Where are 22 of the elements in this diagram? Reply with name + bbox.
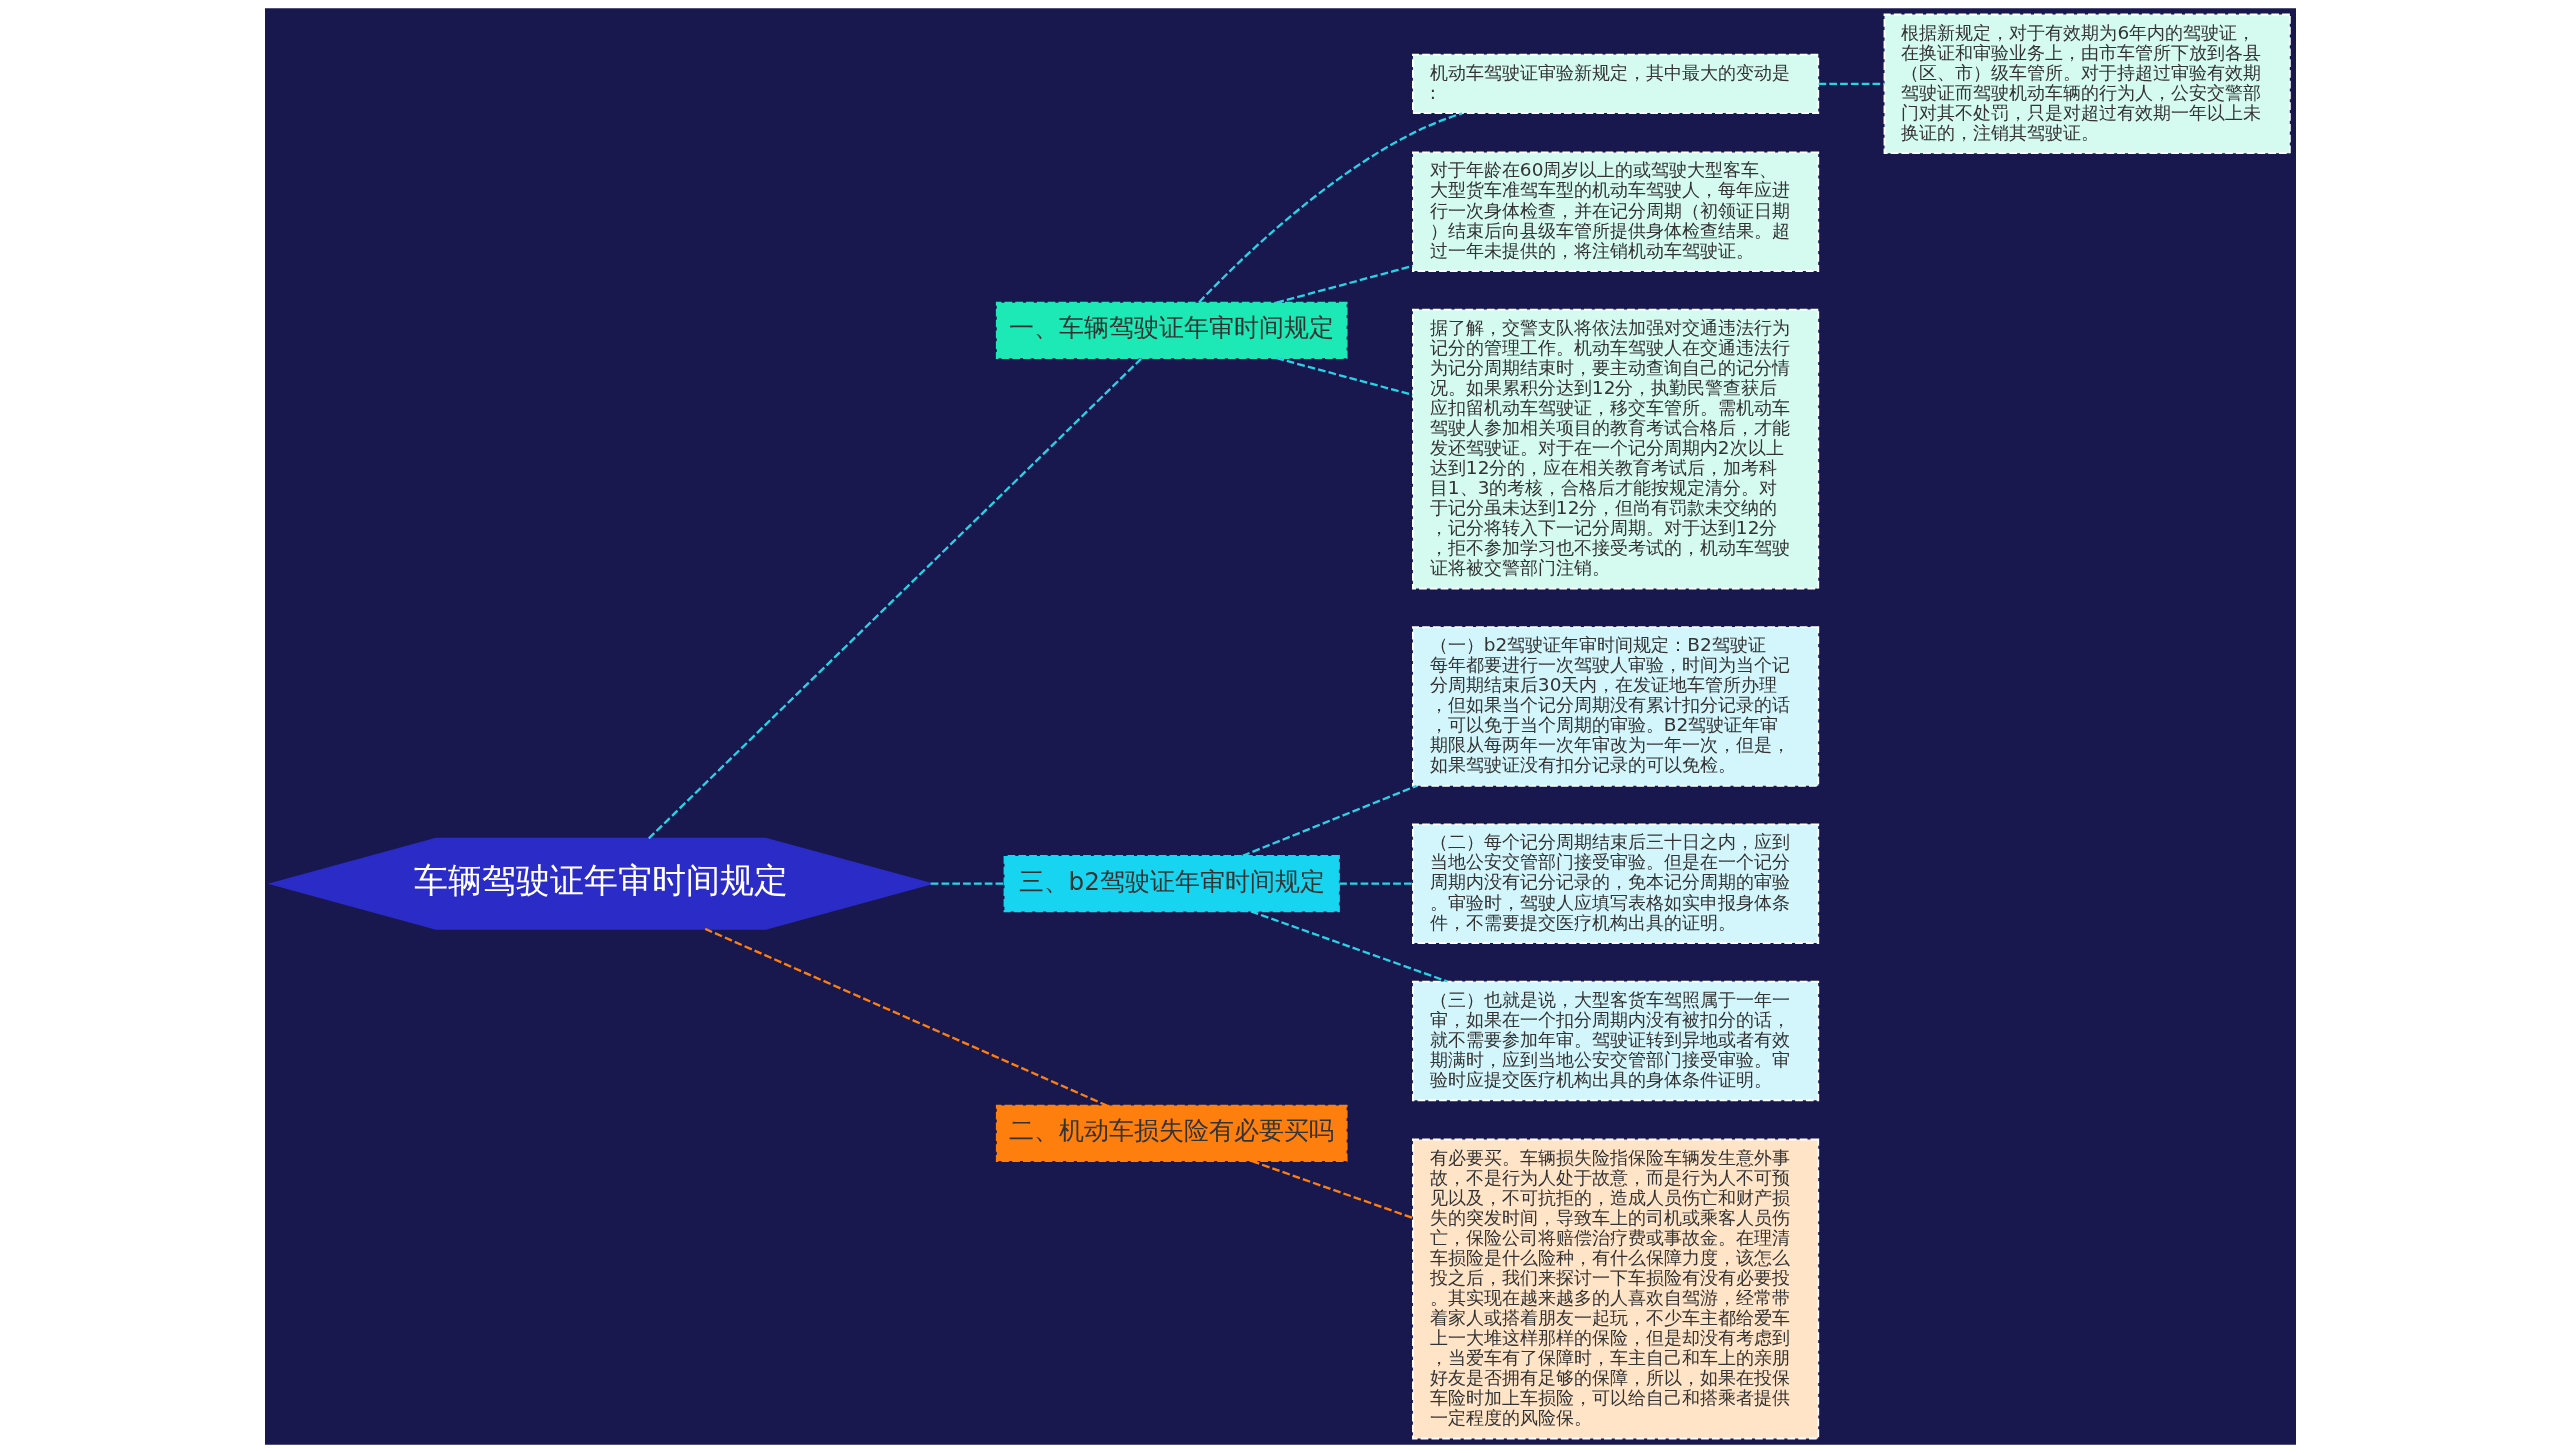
node-box: （一）b2驾驶证年审时间规定：B2驾驶证每年都要进行一次驾驶人审验，时间为当个记分周期结束后30天内，在发证地车管所办理，但如果当个记分周期没有累计扣分记录的话，可以免于当个周期的审验。B2驾驶证年审期限从每两年一次年审改为一年一次，但是，如果驾驶证没有扣分记录的可以免检。 <box>1411 626 1819 787</box>
node-box: 机动车驾驶证审验新规定，其中最大的变动是: <box>1411 53 1819 115</box>
node-box: 二、机动车损失险有必要买吗 <box>995 1104 1348 1163</box>
connector <box>1275 357 1413 396</box>
connector <box>930 882 1004 885</box>
node-box: 一、车辆驾驶证年审时间规定 <box>995 301 1348 360</box>
node-box: 三、b2驾驶证年审时间规定 <box>1003 855 1340 913</box>
node-box: 根据新规定，对于有效期为6年内的驾驶证，在换证和审验业务上，由市车管所下放到各县（区、市）级车管所。对于持超过审验有效期驾驶证而驾驶机动车辆的行为人，公安交警部门对其不处罚，只是对超过有效期一年以上未换证的，注销其驾驶证。 <box>1883 13 2291 155</box>
connector <box>1275 264 1413 304</box>
connector <box>1197 112 1462 304</box>
node-box: 对于年龄在60周岁以上的或驾驶大型客车、大型货车准驾车型的机动车驾驶人，每年应进行一次身体检查，并在记分周期（初领证日期）结束后向县级车管所提供身体检查结果。超过一年未提供的，将注销机动车驾驶证。 <box>1411 151 1819 272</box>
connector <box>1241 784 1417 857</box>
node-box: （三）也就是说，大型客货车驾照属于一年一审，如果在一个扣分周期内没有被扣分的话，就不需要参加年审。驾驶证转到异地或者有效期满时，应到当地公安交管部门接受审验。审验时应提交医疗机构出具的身体条件证明。 <box>1411 980 1819 1102</box>
node-box: 有必要买。车辆损失险指保险车辆发生意外事故，不是行为人处于故意，而是行为人不可预见以及，不可抗拒的，造成人员伤亡和财产损失的突发时间，导致车上的司机或乘客人员伤亡，保险公司将赔偿治疗费或事故金。在理清车损险是什么险种，有什么保障力度，该怎么投之后，我们来探讨一下车损险有没有必要投。其实现在越来越多的人喜欢自驾游，经常带着家人或搭着朋友一起玩，不少车主都给爱车上一大堆这样那样的保险，但是却没有考虑到，当爱车有了保障时，车主自己和车上的亲朋好友是否拥有足够的保障，所以，如果在投保车险时加上车损险，可以给自己和搭乘者提供一定程度的风险保。 <box>1411 1138 1819 1440</box>
connector <box>1251 1160 1413 1219</box>
node-box: 据了解，交警支队将依法加强对交通违法行为记分的管理工作。机动车驾驶人在交通违法行为记分周期结束时，要主动查询自己的记分情况。如果累积分达到12分，执勤民警查获后应扣留机动车驾驶证，移交车管所。需机动车驾驶人参加相关项目的教育考试合格后，才能发还驾驶证。对于在一个记分周期内2次以上达到12分的，应在相关教育考试后，加考科目1、3的考核，合格后才能按规定清分。对于记分虽未达到12分，但尚有罚款未交纳的，记分将转入下一记分周期。对于达到12分，拒不参加学习也不接受考试的，机动车驾驶证将被交警部门注销。 <box>1411 308 1819 590</box>
connector <box>1250 910 1448 983</box>
connector <box>647 357 1142 840</box>
node-box: （二）每个记分周期结束后三十日之内，应到当地公安交管部门接受审验。但是在一个记分周期内没有记分记录的，免本记分周期的审验。审验时，驾驶人应填写表格如实申报身体条件，不需要提交医疗机构出具的证明。 <box>1411 823 1819 944</box>
connector <box>704 927 1107 1107</box>
connector <box>1338 882 1413 885</box>
connector <box>1818 82 1884 85</box>
